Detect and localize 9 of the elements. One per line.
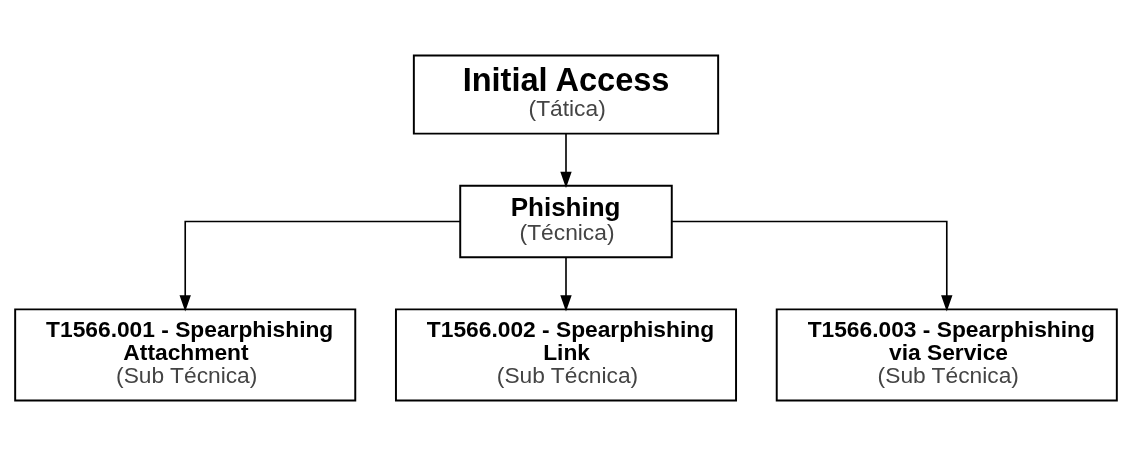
node-box: T1566.001 - Spearphishing Attachment (Sub Técnica): [14, 307, 357, 401]
arrow: [560, 256, 572, 311]
arrow: [671, 220, 953, 311]
arrow: [560, 132, 572, 188]
arrow: [179, 220, 461, 311]
node-box: Phishing (Técnica): [459, 184, 673, 258]
node-box: T1566.002 - Spearphishing Link (Sub Técnica): [394, 307, 738, 401]
node-box: T1566.003 - Spearphishing via Service (Sub Técnica): [775, 307, 1118, 401]
node-box: Initial Access (Tática): [412, 54, 720, 135]
